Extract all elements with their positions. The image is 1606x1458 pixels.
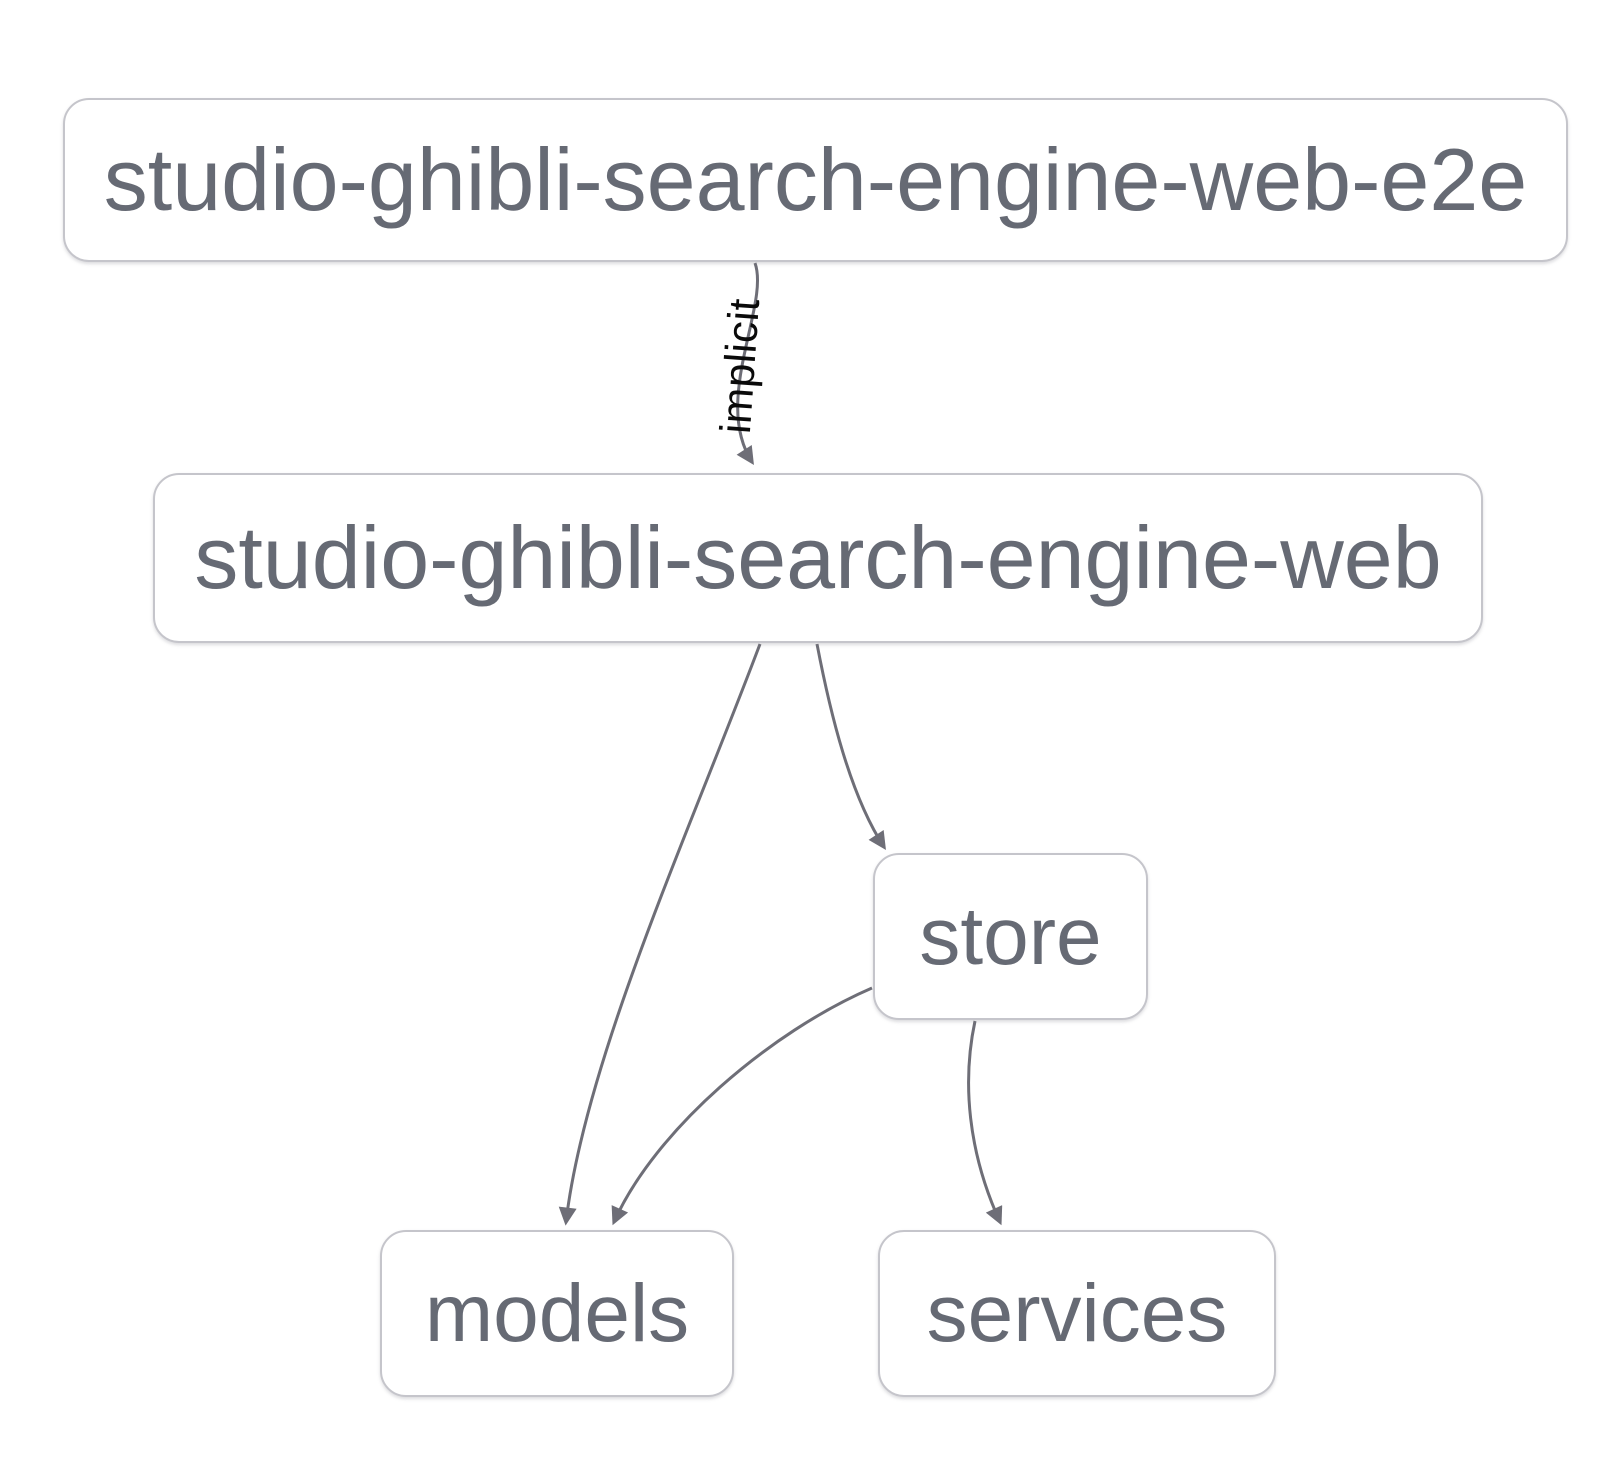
node-label: models (424, 1267, 690, 1359)
node-label: studio-ghibli-search-engine-web-e2e (103, 130, 1528, 229)
node-models[interactable]: models (380, 1230, 734, 1397)
edge-store-to-services (967, 1020, 1003, 1226)
node-label: services (926, 1267, 1228, 1359)
edge-e2e-to-web (736, 262, 760, 466)
node-services[interactable]: services (878, 1230, 1276, 1397)
edge-store-to-models (611, 986, 873, 1226)
node-label: studio-ghibli-search-engine-web (194, 508, 1442, 607)
node-studio-ghibli-search-engine-web[interactable]: studio-ghibli-search-engine-web (153, 473, 1483, 643)
node-store[interactable]: store (873, 853, 1148, 1020)
edge-label-implicit: implicit (711, 296, 770, 436)
node-label: store (919, 890, 1102, 982)
edge-web-to-models (558, 643, 762, 1226)
edge-web-to-store (815, 643, 886, 851)
node-studio-ghibli-search-engine-web-e2e[interactable]: studio-ghibli-search-engine-web-e2e (63, 98, 1568, 262)
